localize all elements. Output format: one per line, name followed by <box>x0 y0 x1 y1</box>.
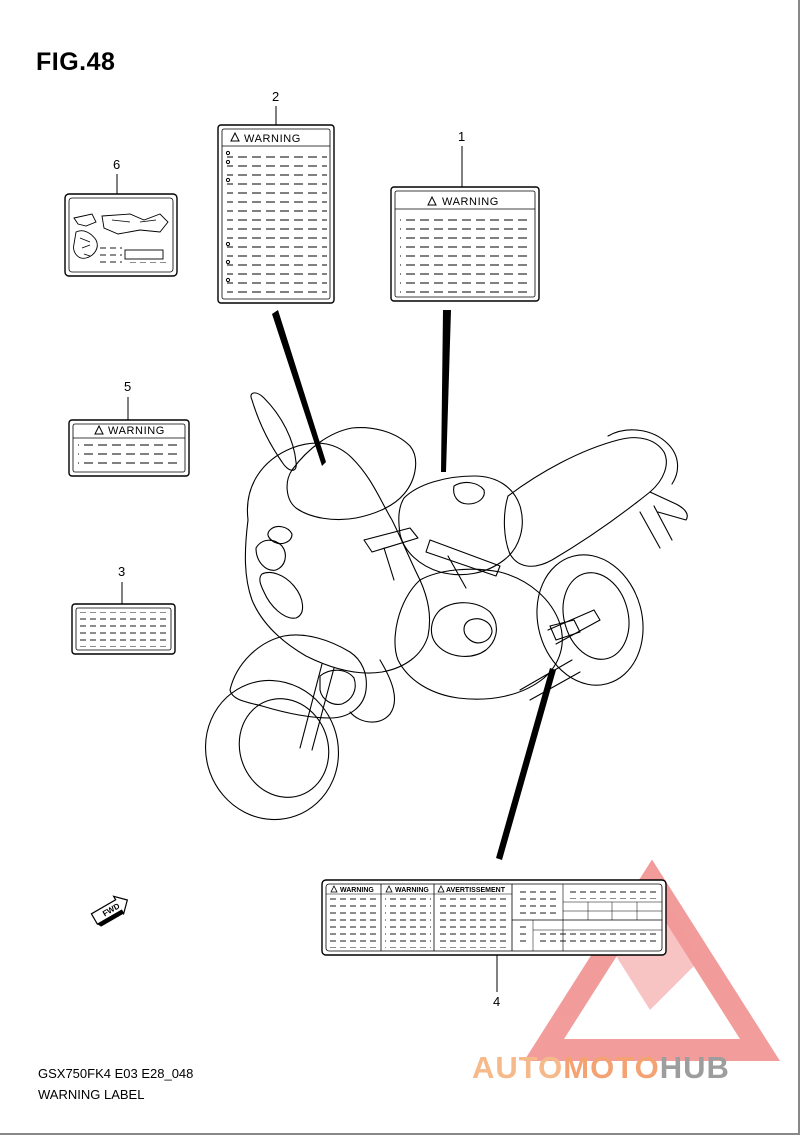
watermark-part-auto: AUTO <box>472 1050 564 1085</box>
callout-3: 3 <box>118 564 125 579</box>
callout-5: 5 <box>124 379 131 394</box>
warning-label-5[interactable]: WARNING <box>68 419 190 477</box>
warning-triangle-icon <box>330 885 338 893</box>
label-4-title-1: WARNING <box>340 887 374 894</box>
figure-caption: WARNING LABEL <box>38 1087 145 1102</box>
warning-label-1[interactable]: WARNING <box>390 186 540 302</box>
warning-triangle-icon <box>427 195 437 206</box>
label-1-title: WARNING <box>442 196 499 208</box>
fwd-arrow-icon: FWD <box>90 895 129 927</box>
label-2-title: WARNING <box>244 133 301 145</box>
callout-6: 6 <box>113 157 120 172</box>
watermark-part-moto: MOTO <box>563 1050 660 1085</box>
warning-triangle-icon <box>230 131 240 142</box>
watermark-text: AUTOMOTOHUB <box>472 1050 730 1086</box>
callout-2: 2 <box>272 89 279 104</box>
callout-4: 4 <box>493 994 500 1009</box>
warning-triangle-icon <box>437 885 445 893</box>
callout-1: 1 <box>458 129 465 144</box>
warning-label-6[interactable] <box>64 193 178 277</box>
model-code: GSX750FK4 E03 E28_048 <box>38 1066 194 1081</box>
label-5-title: WARNING <box>108 425 165 437</box>
figure-title: FIG.48 <box>36 48 116 76</box>
label-4-title-3: AVERTISSEMENT <box>446 887 506 894</box>
pointer-lines <box>272 310 556 860</box>
watermark-part-hub: HUB <box>659 1050 730 1085</box>
warning-triangle-icon <box>385 885 393 893</box>
warning-label-3[interactable] <box>71 603 176 655</box>
warning-label-4[interactable]: WARNING WARNING AVERTISSEMENT <box>321 879 667 956</box>
warning-label-2[interactable]: WARNING <box>217 124 335 304</box>
motorcycle-illustration <box>204 392 688 821</box>
label-4-title-2: WARNING <box>395 887 429 894</box>
warning-triangle-icon <box>94 424 104 435</box>
